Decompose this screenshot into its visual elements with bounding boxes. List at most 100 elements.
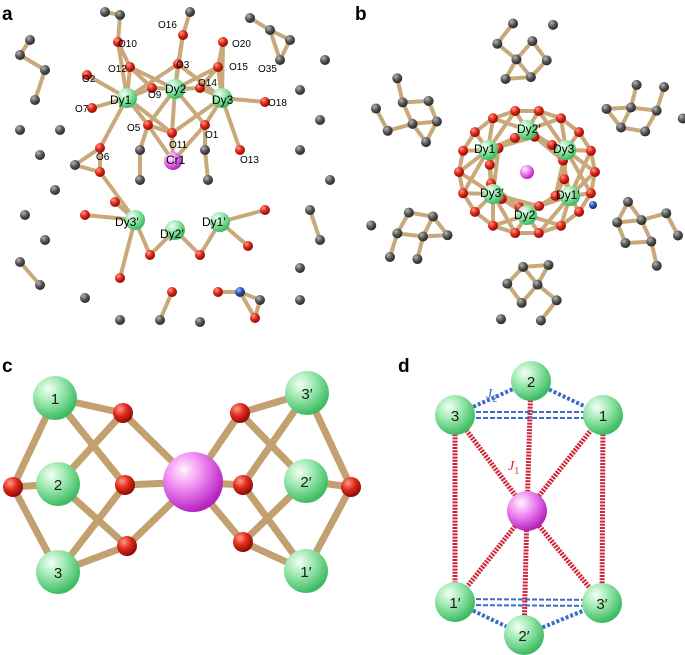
- dy-atom: [560, 186, 580, 206]
- ligand-bond: [268, 28, 282, 62]
- cr-atom: [164, 152, 182, 170]
- oxygen-atom: [488, 220, 498, 231]
- dy-atom: [483, 184, 503, 204]
- dy-label: 3′: [596, 596, 607, 613]
- dy-atom: [165, 220, 185, 240]
- carbon-atom: [516, 297, 527, 308]
- oxygen-atom: [125, 62, 135, 72]
- dy-label: 2′: [518, 628, 529, 645]
- oxygen-atom: [454, 167, 464, 177]
- dy-atom: [285, 371, 329, 415]
- oxygen-atom: [250, 313, 260, 323]
- dy-label: 2′: [300, 474, 311, 491]
- oxygen-atom: [195, 250, 205, 260]
- oxygen-atom: [230, 403, 250, 423]
- oxygen-atom: [195, 83, 205, 93]
- carbon-atom: [532, 279, 543, 290]
- dy-atom: [125, 210, 145, 230]
- oxygen-atom: [509, 132, 520, 143]
- carbon-atom: [631, 79, 642, 90]
- carbon-atom: [115, 10, 125, 20]
- oxygen-atom: [574, 127, 585, 138]
- j1-label: J1: [508, 459, 519, 477]
- oxygen-atom: [533, 105, 544, 116]
- oxygen-atom: [534, 201, 545, 212]
- atom-label: O9: [148, 90, 162, 101]
- oxygen-atom: [510, 105, 521, 116]
- atom-label: O14: [198, 78, 217, 89]
- dy-atom: [504, 615, 544, 655]
- dy-atom: [212, 88, 232, 108]
- ligand-bond: [33, 68, 47, 102]
- carbon-atom: [35, 280, 45, 290]
- ligand-bond: [238, 290, 257, 320]
- nitrogen-atom: [589, 201, 597, 209]
- carbon-atom: [397, 97, 408, 108]
- dy-atom: [210, 212, 230, 232]
- carbon-atom: [392, 228, 403, 239]
- carbon-atom: [20, 210, 30, 220]
- carbon-atom: [612, 217, 623, 228]
- atom-label: Dy1: [474, 142, 496, 156]
- oxygen-atom: [233, 532, 253, 552]
- dy-label: 1: [599, 408, 607, 425]
- carbon-atom: [275, 55, 285, 65]
- carbon-atom: [511, 54, 522, 65]
- carbon-atom: [285, 35, 295, 45]
- carbon-atom: [677, 113, 685, 124]
- carbon-atom: [35, 150, 45, 160]
- dy-atom: [36, 462, 80, 506]
- oxygen-atom: [458, 145, 469, 156]
- carbon-atom: [601, 103, 612, 114]
- atom-label: Dy2′: [517, 122, 541, 136]
- carbon-atom: [384, 252, 395, 263]
- cr-atom: [507, 491, 547, 531]
- ligand-bond: [128, 65, 154, 90]
- oxygen-atom: [110, 197, 120, 207]
- atom-label: O13: [240, 155, 259, 166]
- atom-label: Cr1: [166, 153, 186, 167]
- atom-label: O16: [158, 20, 177, 31]
- carbon-atom: [315, 235, 325, 245]
- oxygen-atom: [260, 97, 270, 107]
- j1-coupling-line: [599, 414, 606, 604]
- dy-atom: [583, 395, 623, 435]
- atom-label: O20: [232, 39, 251, 50]
- carbon-atom: [500, 73, 511, 84]
- carbon-atom: [421, 137, 432, 148]
- atom-label: Dy1′: [202, 215, 226, 229]
- nitrogen-atom: [235, 287, 245, 297]
- oxygen-atom: [233, 475, 253, 495]
- oxygen-atom: [167, 287, 177, 297]
- carbon-atom: [295, 263, 305, 273]
- oxygen-atom: [260, 205, 270, 215]
- carbon-atom: [640, 126, 651, 137]
- atom-label: O10: [118, 39, 137, 50]
- panel-a-letter: a: [2, 4, 13, 25]
- carbon-atom: [622, 196, 633, 207]
- carbon-atom: [70, 160, 80, 170]
- carbon-atom: [371, 103, 382, 114]
- atom-label: O6: [96, 152, 110, 163]
- ligand-bond: [73, 146, 102, 167]
- dy-label: 3: [54, 565, 62, 582]
- oxygen-atom: [178, 30, 188, 40]
- atom-label: Dy3′: [480, 186, 504, 200]
- carbon-atom: [40, 65, 50, 75]
- carbon-atom: [50, 185, 60, 195]
- metal-oxygen-bond: [125, 62, 180, 100]
- carbon-atom: [15, 257, 25, 267]
- carbon-atom: [265, 25, 275, 35]
- carbon-atom: [135, 175, 145, 185]
- dy-atom: [582, 583, 622, 623]
- oxygen-atom: [113, 37, 123, 47]
- j1-coupling-line: [525, 413, 605, 513]
- j1-coupling-line: [521, 510, 530, 636]
- oxygen-atom: [115, 273, 125, 283]
- carbon-atom: [203, 175, 213, 185]
- dy-atom: [517, 205, 537, 225]
